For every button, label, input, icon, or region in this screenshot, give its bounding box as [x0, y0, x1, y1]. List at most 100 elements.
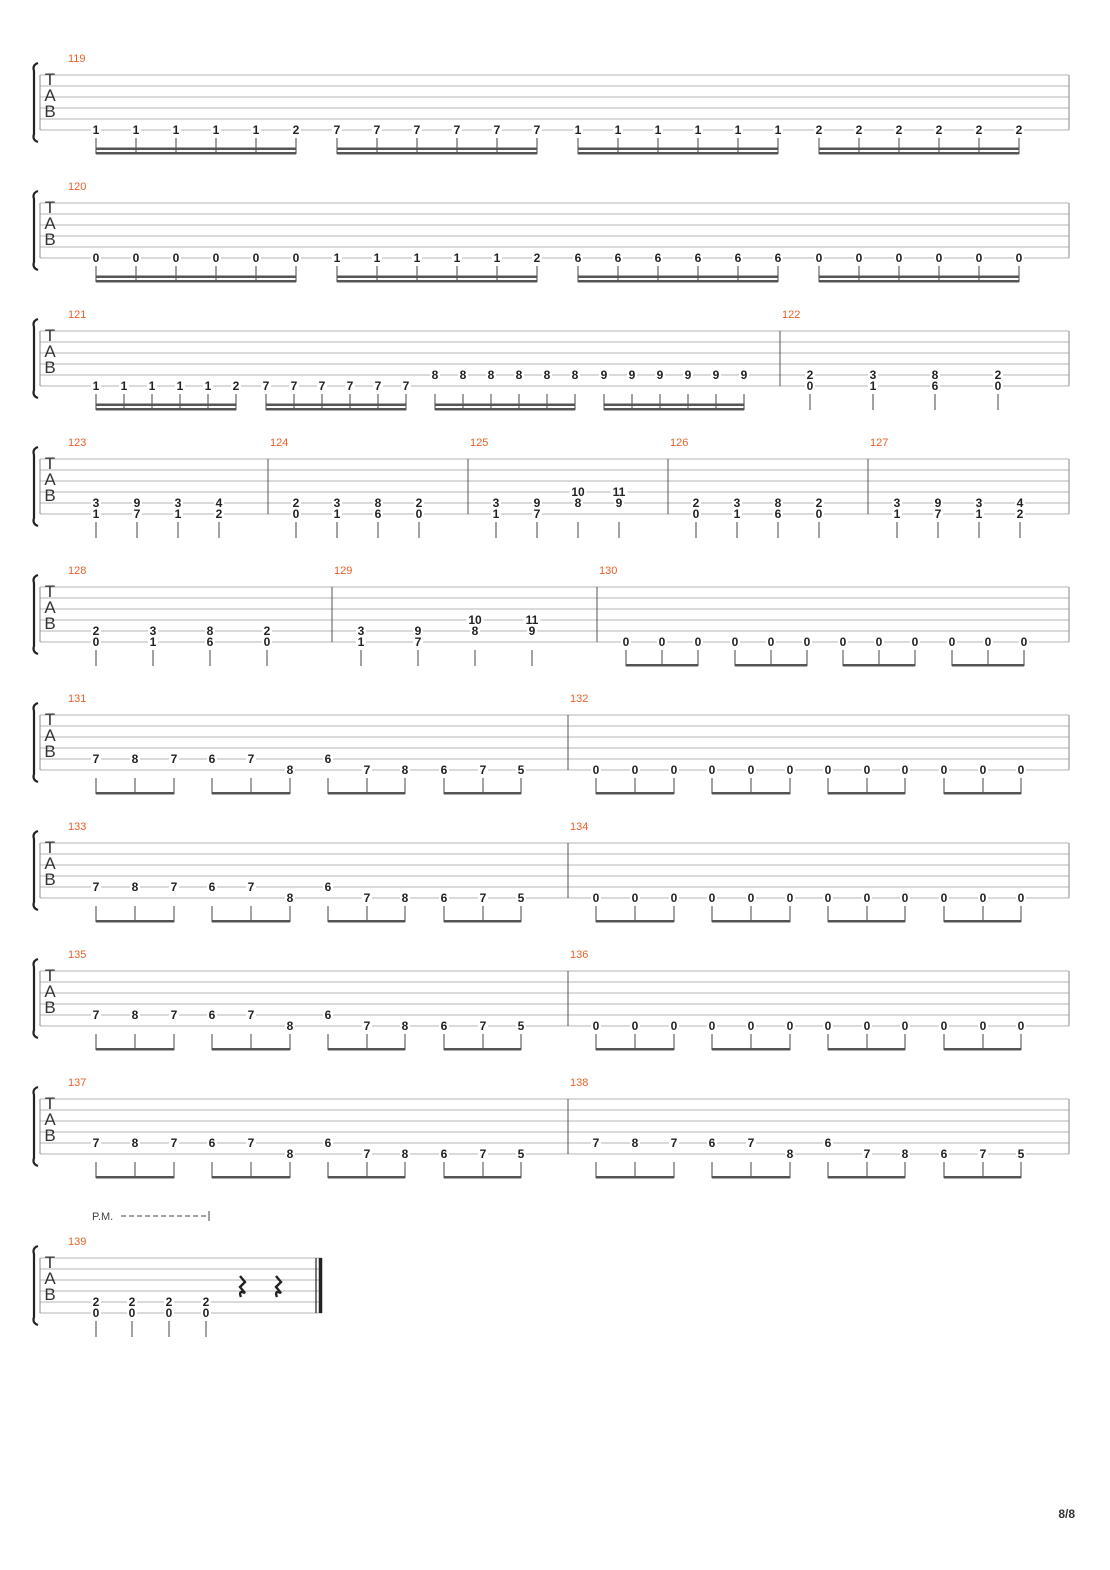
fret-backdrop — [373, 380, 383, 391]
fret-number: 7 — [319, 379, 326, 393]
fret-backdrop — [569, 486, 587, 497]
system-bracket — [32, 1085, 39, 1168]
fret-backdrop — [900, 1148, 910, 1159]
system-bracket — [32, 189, 39, 272]
fret-number: 0 — [980, 891, 987, 905]
beam — [944, 1048, 1021, 1051]
fret-number: 9 — [657, 368, 664, 382]
fret-backdrop — [285, 1148, 295, 1159]
fret-backdrop — [211, 124, 221, 135]
fret-backdrop — [773, 252, 783, 263]
fret-backdrop — [683, 369, 693, 380]
fret-backdrop — [246, 1009, 256, 1020]
fret-backdrop — [173, 508, 183, 519]
fret-backdrop — [814, 497, 824, 508]
fret-number: 5 — [1018, 1147, 1025, 1161]
fret-number: 7 — [248, 752, 255, 766]
fret-number: 0 — [985, 635, 992, 649]
fret-backdrop — [570, 369, 580, 380]
fret-backdrop — [171, 124, 181, 135]
fret-number: 0 — [941, 891, 948, 905]
fret-number: 6 — [932, 379, 939, 393]
fret-number: 1 — [615, 123, 622, 137]
fret-backdrop — [532, 252, 542, 263]
fret-number: 0 — [632, 763, 639, 777]
fret-number: 0 — [787, 891, 794, 905]
measure-number: 131 — [68, 693, 86, 705]
fret-backdrop — [732, 508, 742, 519]
beam — [96, 152, 296, 155]
fret-number: 3 — [870, 368, 877, 382]
fret-backdrop — [630, 892, 640, 903]
fret-number: 5 — [518, 1147, 525, 1161]
fret-backdrop — [655, 369, 665, 380]
fret-backdrop — [169, 1009, 179, 1020]
fret-backdrop — [291, 252, 301, 263]
fret-backdrop — [400, 764, 410, 775]
fret-number: 9 — [601, 368, 608, 382]
fret-number: 2 — [816, 123, 823, 137]
beam — [96, 408, 236, 411]
measure-number: 138 — [570, 1077, 588, 1089]
fret-backdrop — [532, 508, 542, 519]
beam — [944, 792, 1021, 795]
fret-number: 2 — [896, 123, 903, 137]
fret-number: 0 — [748, 1019, 755, 1033]
fret-number: 8 — [402, 1147, 409, 1161]
fret-number: 9 — [713, 368, 720, 382]
fret-backdrop — [492, 124, 502, 135]
tab-clef-letter: T — [45, 198, 55, 217]
fret-number: 7 — [864, 1147, 871, 1161]
fret-backdrop — [466, 614, 484, 625]
fret-backdrop — [332, 497, 342, 508]
fret-backdrop — [401, 380, 411, 391]
fret-backdrop — [599, 369, 609, 380]
fret-backdrop — [356, 625, 366, 636]
measure-number: 139 — [68, 1236, 86, 1248]
fret-number: 5 — [518, 1019, 525, 1033]
fret-backdrop — [231, 380, 241, 391]
tab-clef-letter: A — [44, 982, 56, 1001]
fret-number: 10 — [468, 613, 482, 627]
fret-number: 0 — [253, 251, 260, 265]
tab-clef-letter: B — [44, 1126, 55, 1145]
fret-number: 2 — [1016, 123, 1023, 137]
fret-backdrop — [132, 497, 142, 508]
fret-backdrop — [1015, 497, 1025, 508]
fret-number: 8 — [932, 368, 939, 382]
fret-number: 0 — [976, 251, 983, 265]
fret-backdrop — [169, 753, 179, 764]
fret-backdrop — [91, 625, 101, 636]
fret-number: 7 — [93, 880, 100, 894]
fret-backdrop — [854, 124, 864, 135]
fret-number: 8 — [132, 880, 139, 894]
fret-number: 0 — [632, 891, 639, 905]
fret-number: 6 — [207, 635, 214, 649]
fret-backdrop — [621, 636, 631, 647]
fret-number: 2 — [995, 368, 1002, 382]
fret-number: 0 — [203, 1306, 210, 1320]
fret-number: 8 — [402, 891, 409, 905]
tab-clef-letter: A — [44, 726, 56, 745]
fret-number: 0 — [93, 251, 100, 265]
fret-number: 9 — [534, 496, 541, 510]
fret-number: 0 — [816, 507, 823, 521]
tab-clef-letter: B — [44, 230, 55, 249]
fret-number: 1 — [253, 123, 260, 137]
fret-number: 1 — [93, 507, 100, 521]
fret-backdrop — [413, 636, 423, 647]
fret-backdrop — [251, 124, 261, 135]
tab-clef-letter: A — [44, 598, 56, 617]
fret-number: 7 — [480, 891, 487, 905]
beam — [328, 792, 405, 795]
fret-number: 7 — [454, 123, 461, 137]
fret-number: 7 — [671, 1136, 678, 1150]
fret-backdrop — [91, 1137, 101, 1148]
tab-clef-letter: T — [45, 582, 55, 601]
fret-backdrop — [373, 497, 383, 508]
fret-number: 1 — [374, 251, 381, 265]
fret-number: 1 — [149, 379, 156, 393]
fret-number: 2 — [129, 1295, 136, 1309]
tab-clef-letter: T — [45, 1094, 55, 1113]
fret-number: 6 — [575, 251, 582, 265]
